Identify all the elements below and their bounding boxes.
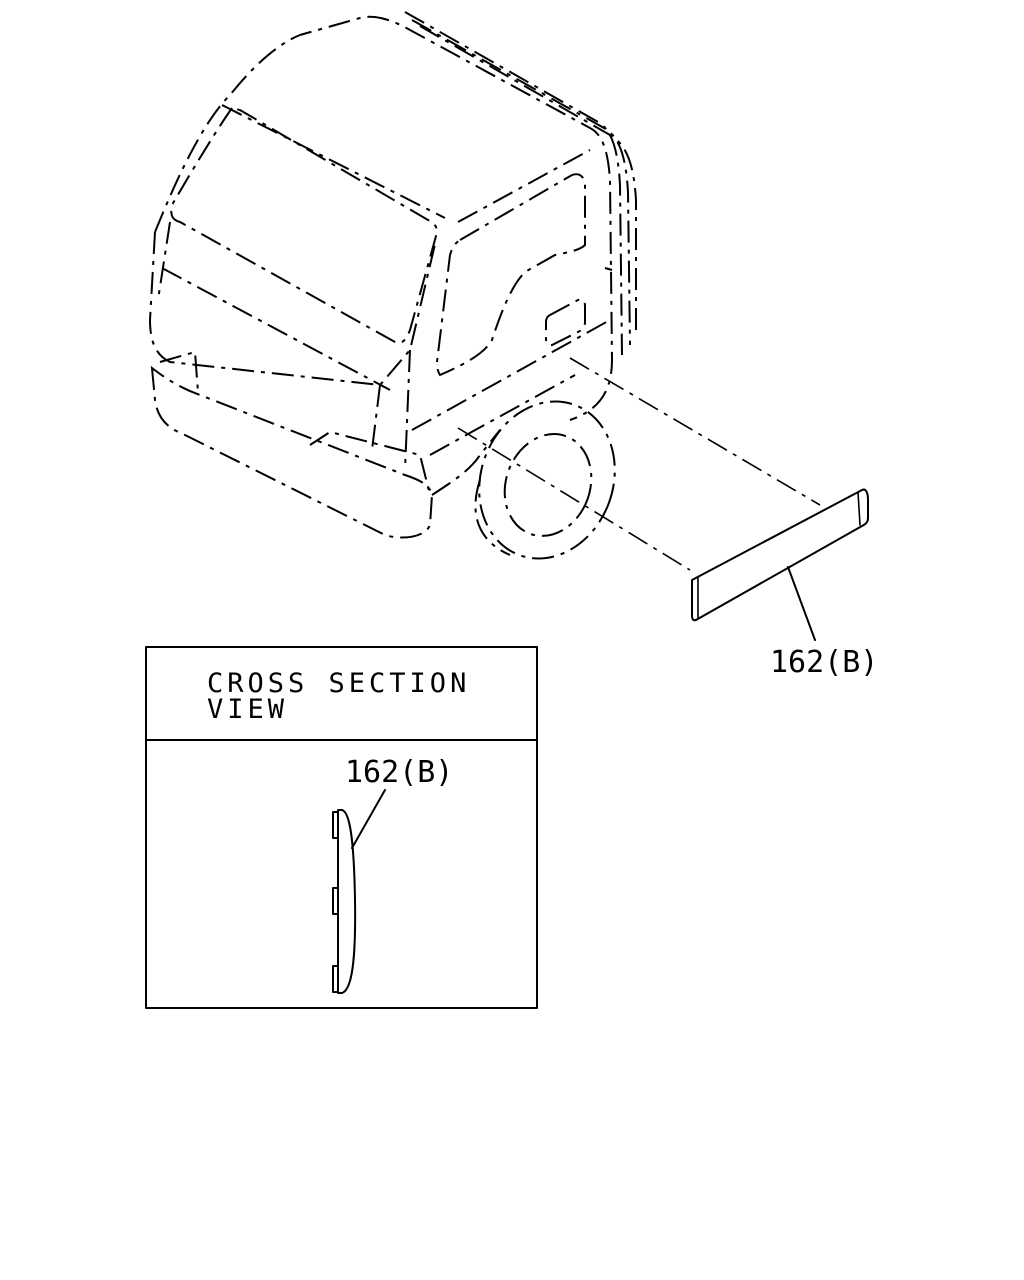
section-title-line1: CROSS SECTION bbox=[207, 668, 470, 699]
inset-frame bbox=[145, 646, 538, 1009]
section-title-line2: VIEW bbox=[207, 694, 288, 725]
cross-section-inset: CROSS SECTION VIEW 162(B) bbox=[145, 646, 538, 1009]
molding-profile bbox=[337, 809, 357, 994]
part-label-main: 162(B) bbox=[770, 645, 878, 680]
side-molding-part bbox=[691, 488, 869, 622]
part-leader-line bbox=[787, 566, 816, 641]
part-label-section: 162(B) bbox=[345, 755, 453, 790]
truck-cab-outline bbox=[148, 11, 637, 560]
assembly-guide-lines bbox=[457, 357, 821, 571]
section-leader-line bbox=[351, 789, 386, 849]
